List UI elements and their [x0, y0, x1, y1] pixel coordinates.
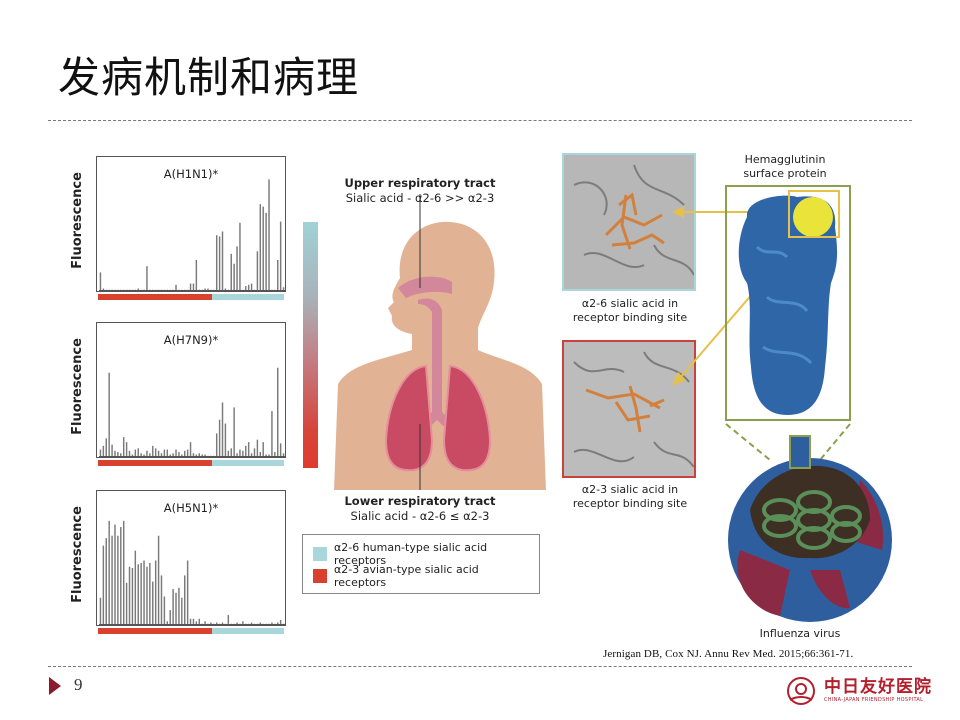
human-range-band	[212, 294, 284, 300]
chart-ylabel: Fluorescence	[69, 337, 85, 435]
receptor-legend: α2-6 human-type sialic acid receptors α2…	[302, 534, 540, 594]
avian-receptor-swatch	[313, 569, 327, 583]
hemagglutinin-image	[725, 185, 851, 421]
footer-divider	[48, 666, 912, 667]
chart-h1n1: Fluorescence A(H1N1)*	[62, 150, 292, 305]
title-divider	[48, 120, 912, 121]
human-body-illustration	[334, 194, 546, 490]
chart-ylabel: Fluorescence	[69, 171, 85, 269]
page-number: 9	[74, 675, 83, 694]
chart-title: A(H5N1)*	[163, 501, 219, 515]
upper-tract-label: Upper respiratory tract Sialic acid - α2…	[344, 176, 496, 205]
logo-chinese-name: 中日友好医院	[824, 677, 932, 697]
legend-item-avian: α2-3 avian-type sialic acid receptors	[313, 563, 529, 589]
a23-binding-site-image	[562, 340, 696, 478]
human-range-band	[212, 460, 284, 466]
lower-tract-label: Lower respiratory tract Sialic acid - α2…	[344, 494, 496, 523]
citation: Jernigan DB, Cox NJ. Annu Rev Med. 2015;…	[603, 648, 854, 660]
chart-title: A(H1N1)*	[163, 167, 219, 181]
hospital-seal-icon	[787, 677, 815, 705]
chart-frame: A(H7N9)*	[96, 322, 286, 458]
avian-range-band	[98, 628, 212, 634]
avian-range-band	[98, 460, 212, 466]
a26-binding-site-image	[562, 153, 696, 291]
influenza-virus-image	[725, 423, 892, 622]
slide-title: 发病机制和病理	[58, 53, 360, 102]
hospital-logo: 中日友好医院 CHINA-JAPAN FRIENDSHIP HOSPITAL	[784, 676, 932, 706]
chart-h5n1: Fluorescence A(H5N1)*	[62, 484, 292, 639]
chart-frame: A(H1N1)*	[96, 156, 286, 292]
logo-english-name: CHINA-JAPAN FRIENDSHIP HOSPITAL	[824, 697, 924, 703]
human-receptor-swatch	[313, 547, 327, 561]
bar-series	[99, 179, 285, 291]
influenza-virus-caption: Influenza virus	[759, 627, 841, 640]
chart-title: A(H7N9)*	[163, 333, 219, 347]
chart-frame: A(H5N1)*	[96, 490, 286, 626]
page-marker-arrow-icon	[49, 677, 61, 695]
human-range-band	[212, 628, 284, 634]
bar-series	[99, 520, 285, 625]
avian-range-band	[98, 294, 212, 300]
chart-ylabel: Fluorescence	[69, 505, 85, 603]
chart-h7n9: Fluorescence A(H7N9)*	[62, 316, 292, 471]
receptor-gradient-bar	[303, 222, 318, 468]
bar-series	[99, 367, 285, 457]
legend-item-human: α2-6 human-type sialic acid receptors	[313, 541, 529, 567]
